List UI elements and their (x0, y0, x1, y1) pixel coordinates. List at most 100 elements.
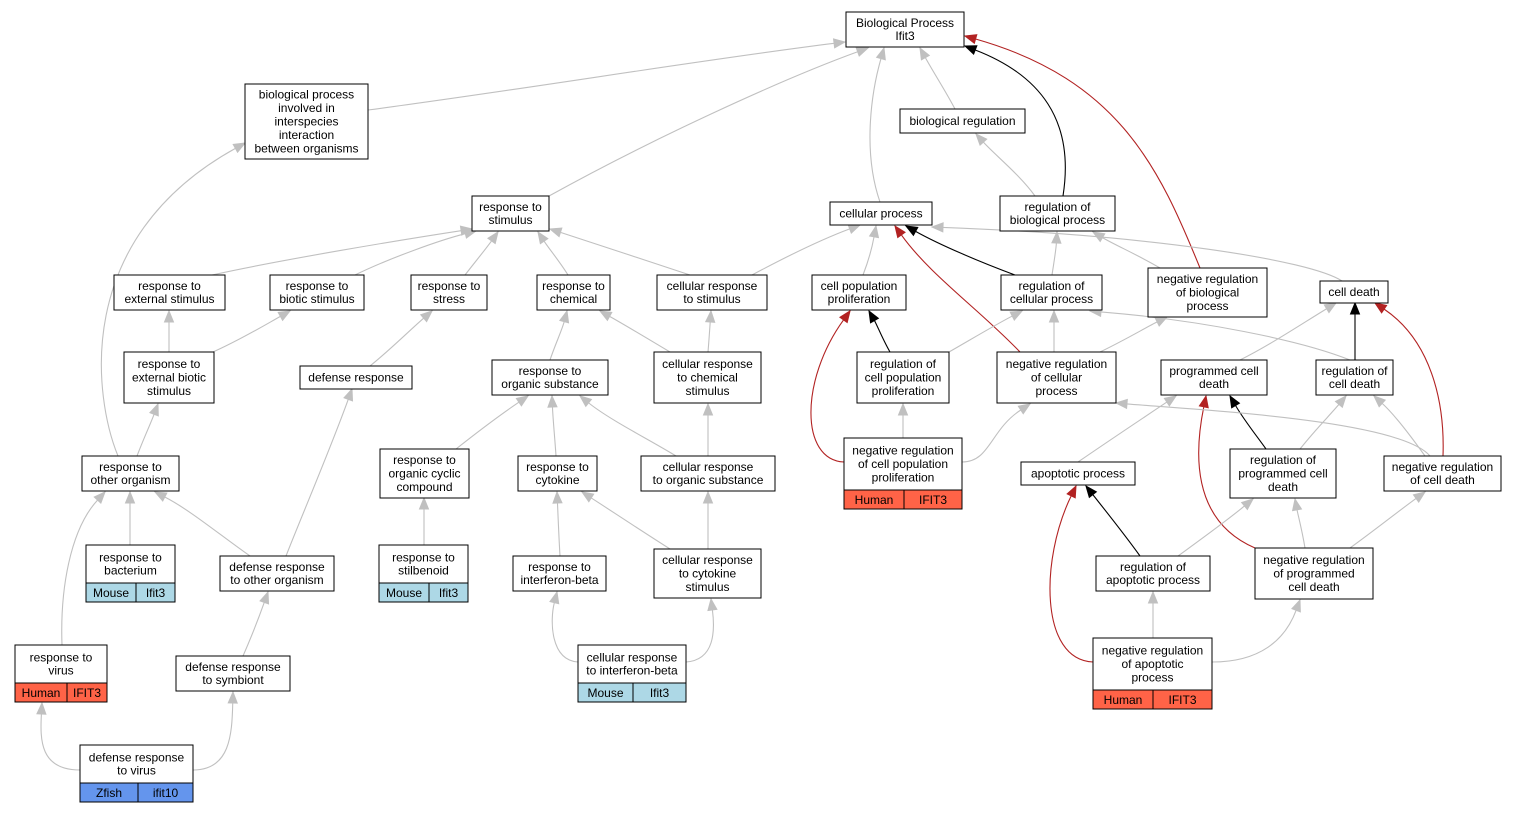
edge-cell_resp_cytokine-to-resp_cytokine (580, 491, 671, 550)
node-box (536, 274, 611, 311)
edge-negreg_celldeath-to-reg_celldeath (1373, 395, 1426, 457)
node-celldeath[interactable]: cell death (1319, 280, 1389, 304)
node-box (1254, 547, 1374, 600)
node-box (517, 455, 598, 492)
edge-arrowhead (930, 222, 944, 233)
node-label-line: response to (138, 357, 201, 371)
node-label-line: to virus (117, 764, 156, 778)
node-defresp[interactable]: defense response (299, 365, 413, 390)
gene-label: ifit10 (153, 786, 179, 800)
edge-line (1235, 405, 1267, 450)
node-label-line: of biological (1176, 286, 1239, 300)
node-label-line: proliferation (828, 292, 891, 306)
gene-cell (632, 682, 687, 703)
edge-line (1198, 406, 1256, 549)
node-label-line: stimulus (147, 384, 191, 398)
edge-def_other_org-to-resp_other_org (153, 491, 251, 557)
edge-resp_other_org-to-resp_ext_biotic (136, 402, 159, 457)
node-cellproc[interactable]: cellular process (829, 201, 933, 226)
node-label-line: response to (542, 279, 605, 293)
edge-def_other_org-to-defresp (285, 387, 354, 557)
node-label-line: defense response (308, 371, 404, 385)
edge-reg_pcd-to-pcd (1229, 394, 1267, 450)
edge-line (551, 406, 557, 457)
node-box (1319, 280, 1389, 304)
edge-arrowhead (868, 309, 880, 324)
node-label-line: regulation of (1024, 200, 1091, 214)
gene-cell (1152, 689, 1213, 710)
node-box (640, 455, 776, 492)
node-label-line: involved in (278, 101, 335, 115)
edge-cell_resp_chem-to-resp_chem (598, 310, 671, 353)
node-label-line: cellular process (1010, 292, 1093, 306)
node-label-line: chemical (550, 292, 597, 306)
edge-resp_ext_biotic-to-resp_biotic (212, 310, 292, 353)
edge-reg_cellproc-to-reg_bp (1051, 230, 1062, 276)
node-label-line: negative regulation (852, 444, 953, 458)
node-box (379, 448, 470, 499)
node-label-line: regulation of (1018, 279, 1085, 293)
node-apoptotic[interactable]: apoptotic process (1020, 461, 1136, 486)
species-label: Zfish (96, 786, 122, 800)
node-label-line: regulation of (1120, 560, 1187, 574)
edge-arrowhead (897, 402, 909, 416)
node-box (656, 274, 768, 311)
edge-negreg_apoptotic-to-apoptotic (1049, 484, 1094, 663)
edge-line (455, 401, 520, 450)
species-label: Human (855, 493, 894, 507)
edge-line (40, 713, 81, 771)
node-label-line: external stimulus (124, 292, 214, 306)
edge-arrowhead (1091, 231, 1106, 243)
edge-arrowhead (1349, 301, 1361, 315)
node-label-line: negative regulation (1102, 644, 1203, 658)
edge-arrowhead (975, 133, 988, 147)
edge-line (961, 409, 1022, 463)
node-label-line: to stimulus (683, 292, 740, 306)
edge-line (1100, 311, 1351, 361)
node-box (471, 195, 550, 232)
node-box (79, 744, 194, 784)
node-box (653, 351, 762, 404)
node-bioreg[interactable]: biological regulation (899, 108, 1026, 134)
node-label-line: death (1268, 480, 1298, 494)
edge-arrowhead (1240, 498, 1255, 511)
